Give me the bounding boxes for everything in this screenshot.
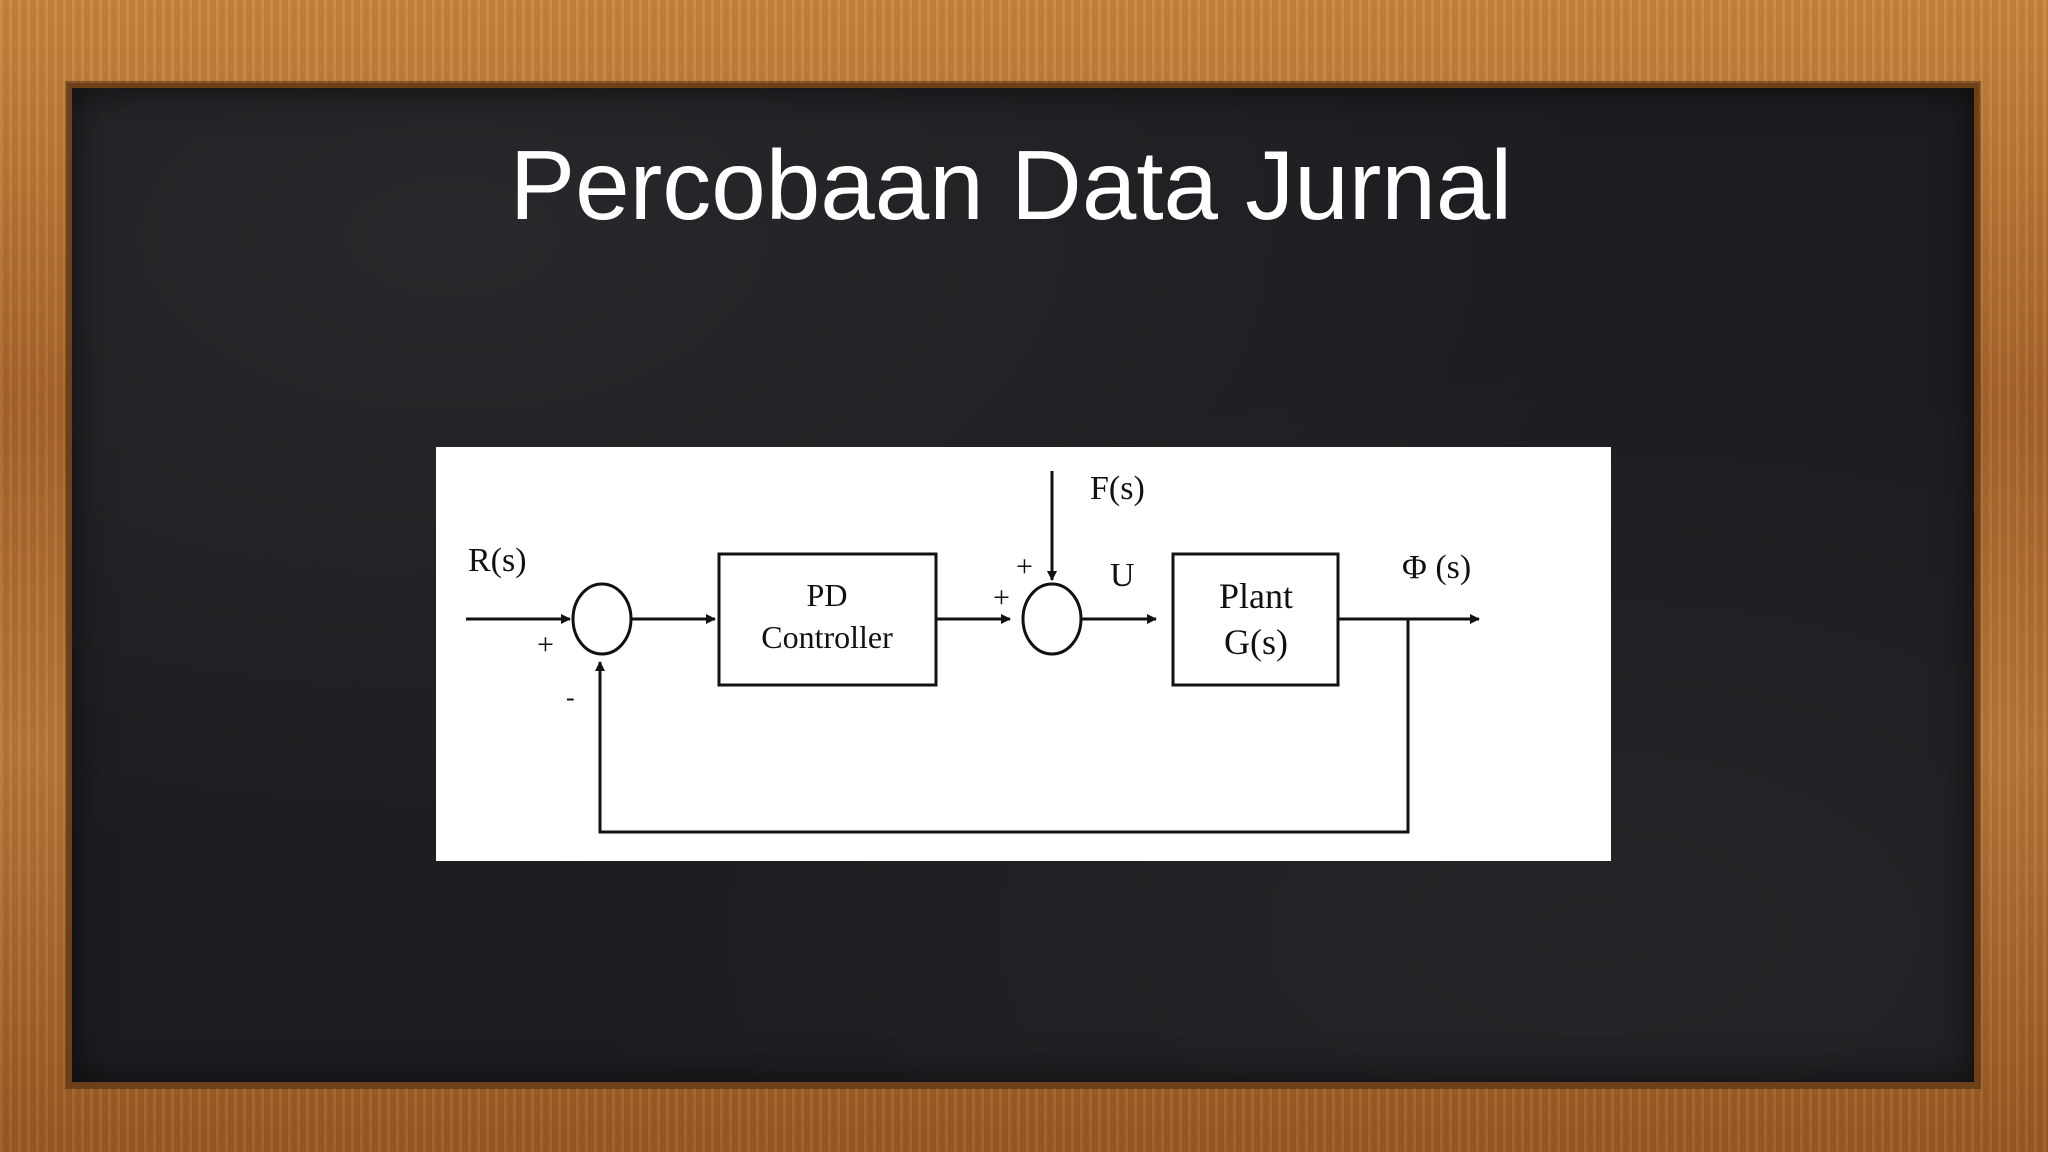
feedback-path (595, 619, 1410, 834)
summing-junction-1 (571, 582, 633, 656)
pd-controller-block (717, 552, 938, 687)
summing-junction-2 (1021, 582, 1083, 656)
output-label: Φ (s) (1402, 549, 1471, 586)
sum2-controller-sign: + (993, 581, 1010, 614)
plant-label-line2: G(s) (1224, 622, 1288, 662)
block-diagram-svg: R(s) F(s) U Φ (s) PD Controller Plant G(… (466, 470, 1480, 834)
pd-controller-label-line2: Controller (761, 619, 893, 655)
input-label: R(s) (468, 542, 527, 579)
control-signal-label: U (1110, 557, 1135, 594)
block-diagram: R(s) F(s) U Φ (s) PD Controller Plant G(… (436, 447, 1611, 861)
slide-title: Percobaan Data Jurnal (509, 130, 1513, 240)
pd-controller-label-line1: PD (807, 577, 848, 613)
plant-label-line1: Plant (1219, 576, 1293, 616)
disturbance-label: F(s) (1090, 470, 1145, 507)
sum2-disturbance-sign: + (1016, 550, 1033, 583)
sum1-input-sign: + (537, 628, 554, 661)
plant-block (1171, 552, 1340, 687)
sum1-feedback-sign: - (566, 683, 575, 712)
